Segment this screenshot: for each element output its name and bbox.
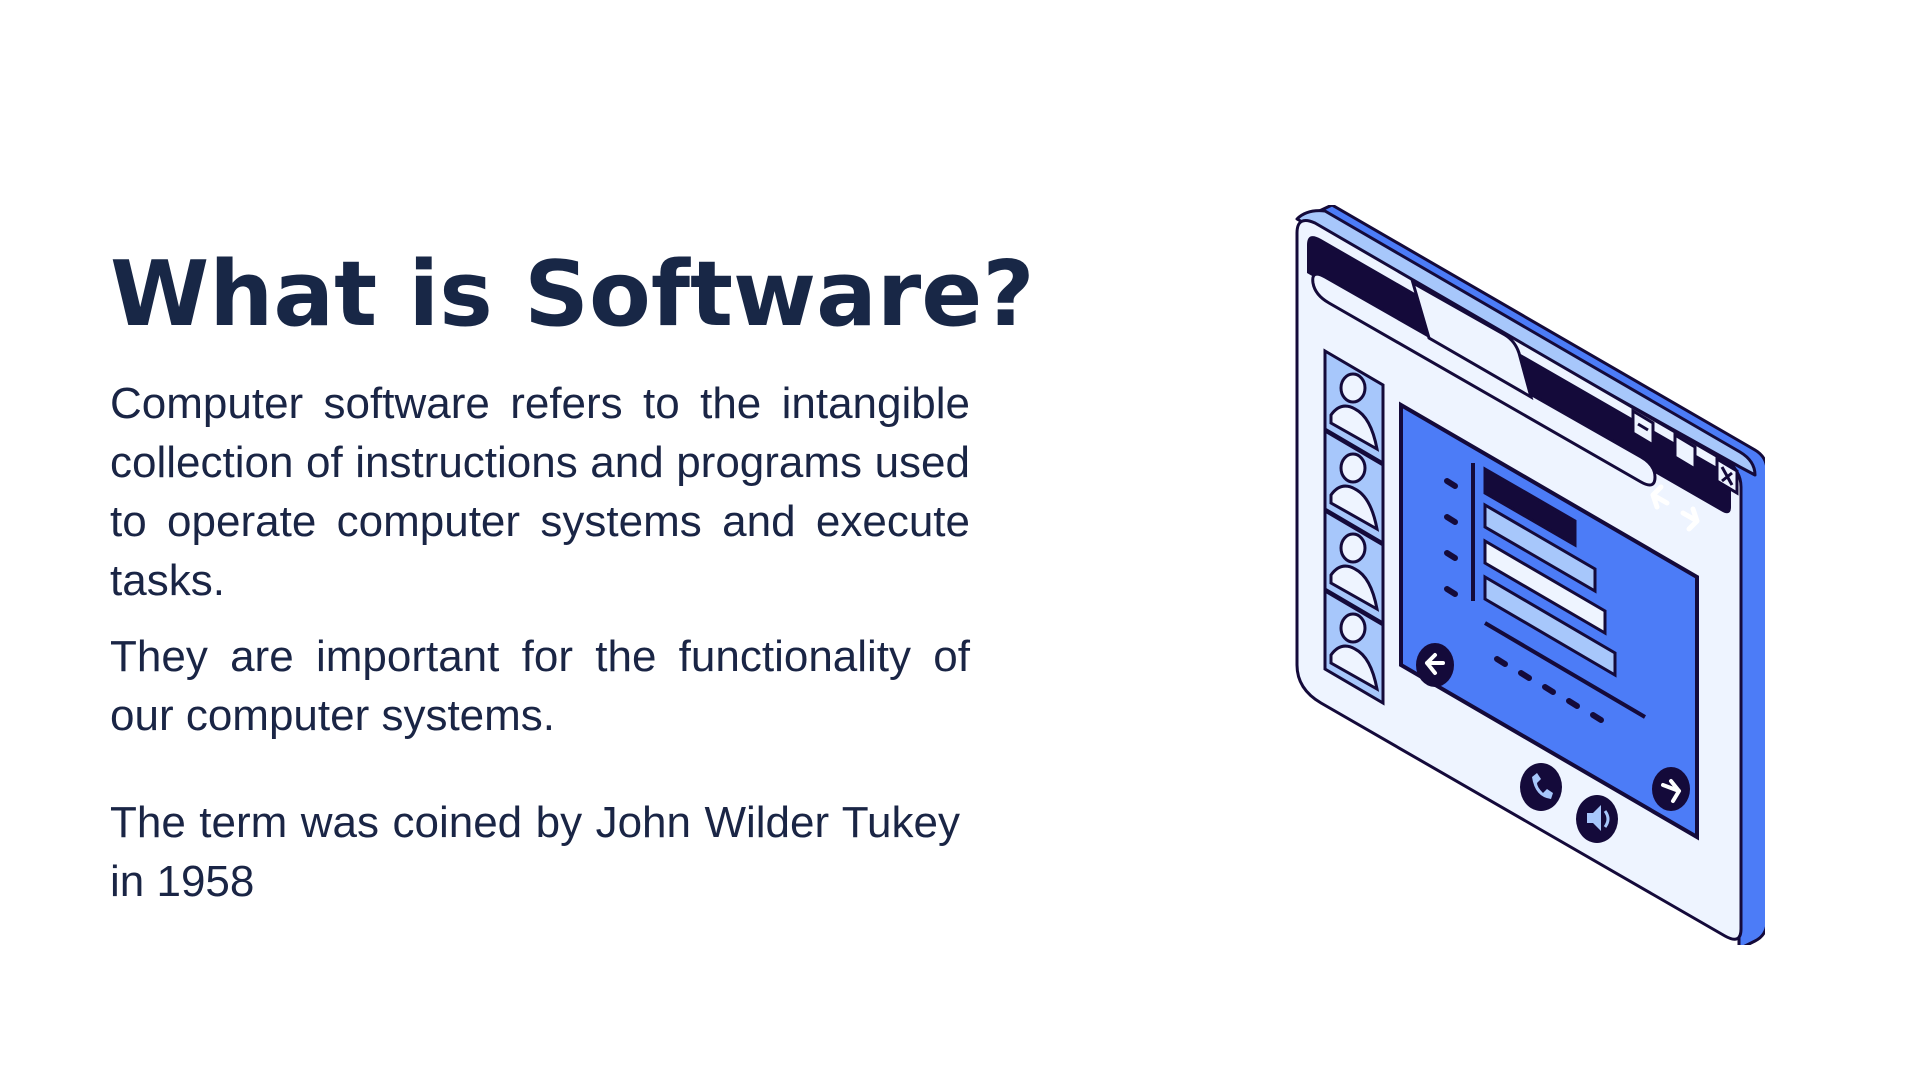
importance-paragraph: They are important for the functionality… (110, 632, 970, 740)
definition-paragraph: Computer software refers to the intangib… (110, 379, 970, 605)
history-paragraph: The term was coined by John Wilder Tukey… (110, 798, 960, 906)
page-title: What is Software? (110, 242, 1035, 347)
software-window-illustration (1295, 205, 1765, 945)
